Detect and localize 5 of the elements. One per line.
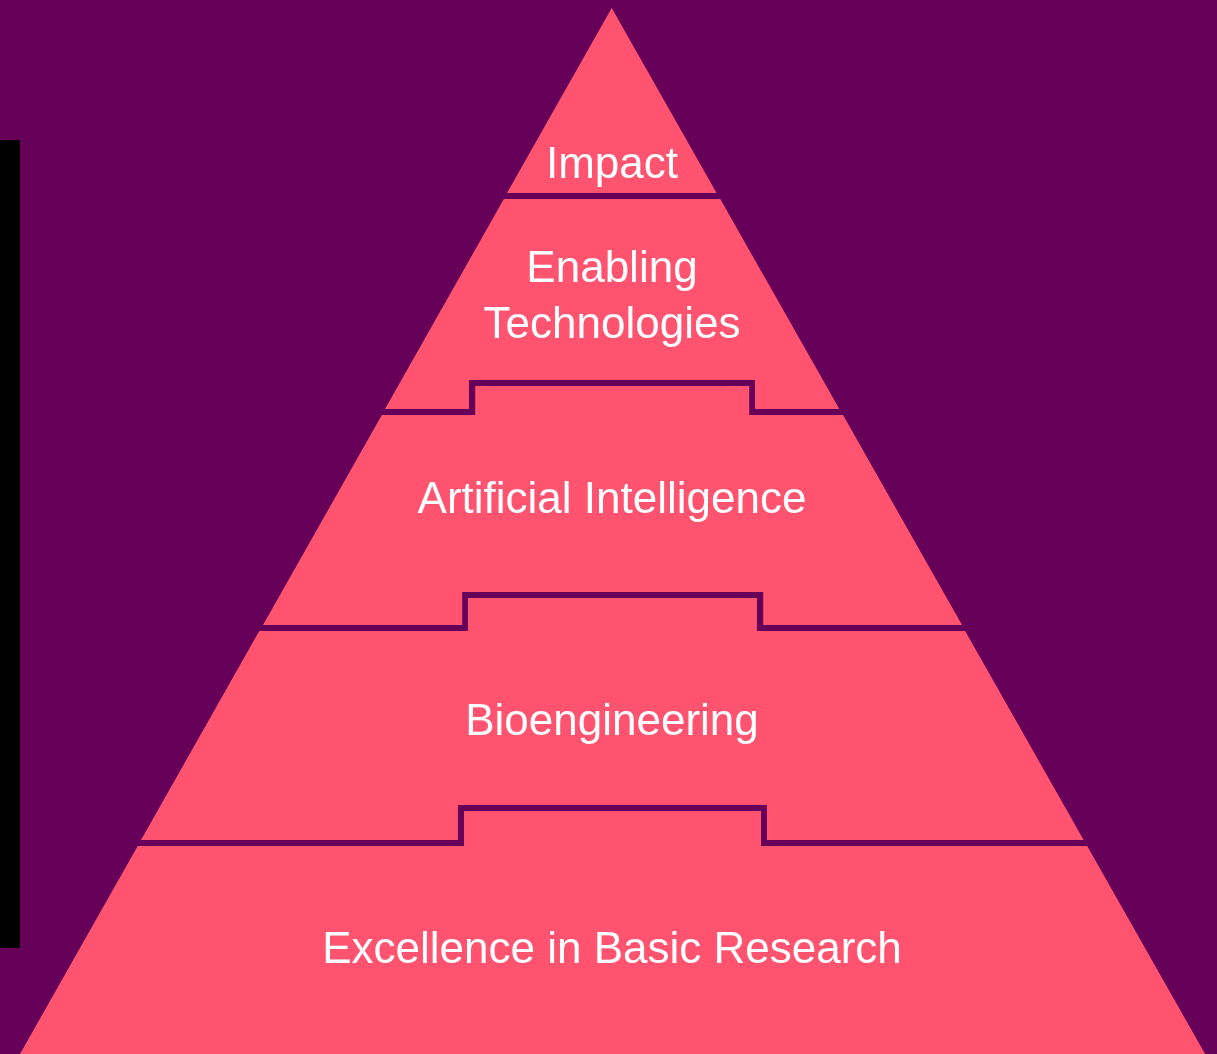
layer-label: Enabling Technologies (482, 241, 742, 349)
layer-label: Impact (544, 137, 679, 189)
layer-label: Artificial Intelligence (416, 472, 808, 524)
layer-label: Excellence in Basic Research (321, 922, 903, 974)
layer-label: Bioengineering (464, 694, 760, 746)
